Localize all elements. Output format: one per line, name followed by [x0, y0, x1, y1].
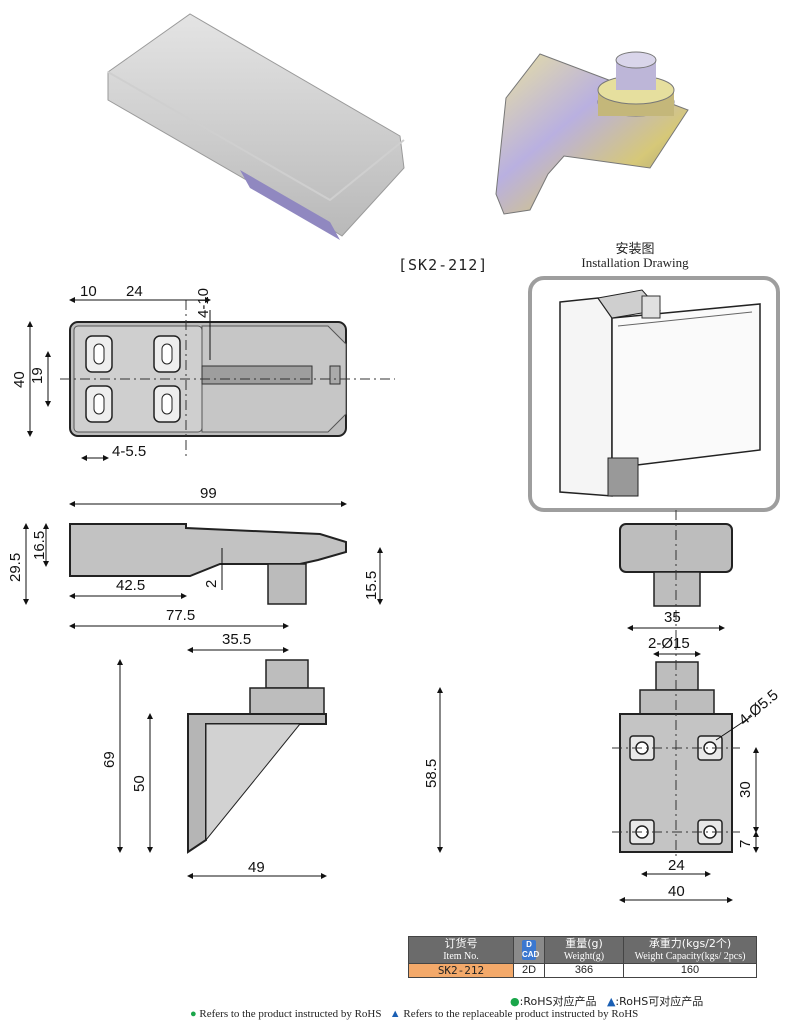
- product-photo-bracket: [495, 51, 689, 215]
- rohs-circle-icon: ●: [510, 995, 520, 1008]
- dim-50: 50: [131, 775, 148, 792]
- dim-49: 49: [248, 859, 265, 876]
- dim-29-5: 29.5: [7, 553, 24, 582]
- dim-40: 40: [11, 371, 28, 388]
- rohs-triangle-icon: ▲: [606, 995, 616, 1008]
- dim-4-5-5: 4-5.5: [112, 443, 146, 460]
- dim-69: 69: [101, 751, 118, 768]
- dim-99: 99: [200, 485, 217, 502]
- product-photo-cover: [107, 13, 405, 240]
- header-capacity: 承重力(kgs/2个)Weight Capacity(kgs/ 2pcs): [623, 936, 757, 964]
- cell-weight: 366: [544, 963, 624, 978]
- cell-item: SK2-212: [408, 963, 514, 978]
- legend-cn: ●:RoHS对应产品 ▲:RoHS可对应产品: [510, 993, 703, 1009]
- dim-24b: 24: [668, 857, 685, 874]
- bracket-side-dimensions: [117, 647, 443, 879]
- dim-2-phi15: 2-Ø15: [648, 635, 690, 652]
- rohs-circle-icon-en: ●: [190, 1008, 197, 1020]
- dim-30: 30: [737, 781, 754, 798]
- legend-rohs-en: Refers to the product instructed by RoHS: [199, 1008, 382, 1020]
- dim-4-phi5-5: 4-Ø5.5: [736, 687, 782, 730]
- top-view: [60, 300, 395, 460]
- legend-rohs-alt-en: Refers to the replaceable product instru…: [403, 1008, 639, 1020]
- legend-rohs-alt-cn: :RoHS可对应产品: [615, 995, 704, 1008]
- dim-15-5: 15.5: [363, 571, 380, 600]
- table-row: SK2-212 2D 366 160: [408, 963, 757, 978]
- installation-drawing: [528, 276, 780, 512]
- dim-7: 7: [737, 840, 754, 848]
- dim-10: 10: [80, 283, 97, 300]
- dim-58-5: 58.5: [423, 759, 440, 788]
- cell-cad[interactable]: 2D: [513, 963, 545, 978]
- dim-2: 2: [203, 580, 220, 588]
- rohs-triangle-icon-en: ▲: [389, 1008, 401, 1020]
- installation-title-cn: 安装图: [615, 242, 655, 257]
- cell-capacity: 160: [623, 963, 757, 978]
- bracket-side-view: [187, 659, 327, 854]
- side-view: [69, 523, 347, 605]
- dim-24: 24: [126, 283, 143, 300]
- legend-en: ● Refers to the product instructed by Ro…: [190, 1008, 638, 1020]
- header-weight: 重量(g)Weight(g): [544, 936, 624, 964]
- dim-40b: 40: [668, 883, 685, 900]
- dim-4-10: 4-10: [195, 288, 212, 318]
- installation-title-en: Installation Drawing: [581, 255, 689, 270]
- dim-35: 35: [664, 609, 681, 626]
- dim-77-5: 77.5: [166, 607, 195, 624]
- legend-rohs-cn: :RoHS对应产品: [519, 995, 597, 1008]
- bracket-front-view: [612, 640, 740, 860]
- dim-19: 19: [29, 367, 46, 384]
- bracket-front-dimensions: [619, 651, 759, 903]
- side-view-dimensions: [23, 501, 383, 629]
- end-view: [619, 510, 733, 640]
- model-number: [SK2-212]: [398, 256, 489, 274]
- dim-35-5: 35.5: [222, 631, 251, 648]
- dim-42-5: 42.5: [116, 577, 145, 594]
- dim-16-5: 16.5: [31, 531, 48, 560]
- top-view-dimensions: [27, 297, 211, 461]
